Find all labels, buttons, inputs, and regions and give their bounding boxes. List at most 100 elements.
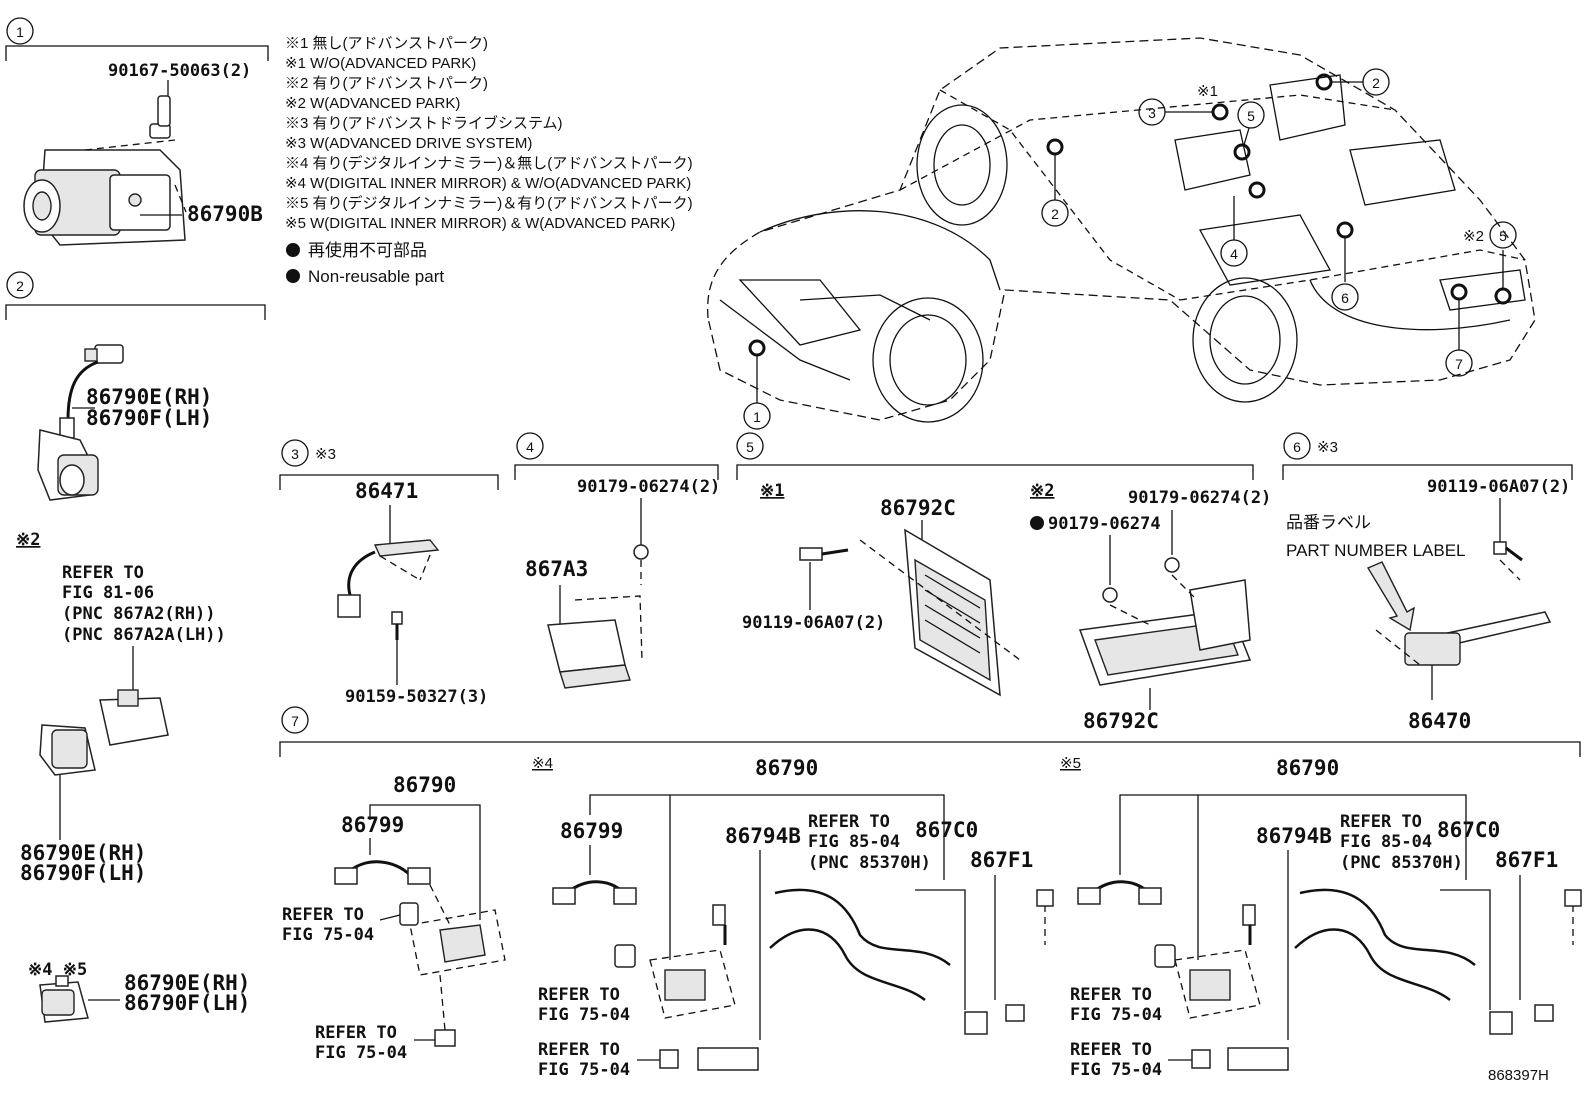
s7a-refer2-line1: REFER TO [315, 1023, 397, 1043]
s7c-refer1-line1: REFER TO [1070, 985, 1152, 1005]
s7c-refer-cable-1: REFER TO [1340, 812, 1422, 832]
s7c-bracket-label: 86794B [1256, 824, 1332, 848]
notes-block: ※1 無し(アドバンストパーク) ※1 W/O(ADVANCED PARK) ※… [285, 35, 693, 286]
section-2: 2 86790E(RH) 86790F(LH) ※2 REFER TO FIG … [5, 271, 266, 1023]
section-5-number: 5 [746, 439, 754, 455]
camera-86790ef-drawing [37, 344, 124, 501]
s7a-refer2-line2: FIG 75-04 [315, 1043, 407, 1063]
s4-nut-label: 90179-06274(2) [577, 477, 720, 497]
s7c-refer1-line2: FIG 75-04 [1070, 1005, 1162, 1025]
car-callout-1: 1 [753, 409, 761, 425]
note-line-1: ※1 無し(アドバンストパーク) [285, 35, 488, 52]
s5-nut-b1-label: 90179-06274 [1048, 514, 1161, 534]
s7a-refer1-line2: FIG 75-04 [282, 925, 374, 945]
s7b-bracket-label: 86794B [725, 824, 801, 848]
s5-nut-b2-label: 90179-06274(2) [1128, 488, 1271, 508]
section-2-number: 2 [16, 278, 24, 294]
non-reusable-bullet-icon [286, 243, 300, 257]
note-line-7: ※4 有り(デジタルインナミラー)＆無し(アドバンストパーク) [285, 154, 693, 172]
s4-part-label: 867A3 [525, 557, 588, 581]
s2-part3-lh: 86790F(LH) [124, 991, 250, 1015]
section-1: 1 90167-50063(2) 86790B [5, 17, 269, 246]
s7b-refer2-line1: REFER TO [538, 1040, 620, 1060]
section-7b: ※4 86790 86799 86794B REFER TO FIG 85-04… [532, 755, 1054, 1080]
car-callout-2b: 2 [1372, 75, 1380, 91]
s5-bolt-a-label: 90119-06A07(2) [742, 613, 885, 633]
s2-note2: ※2 [16, 530, 40, 550]
s5-part-b-label: 86792C [1083, 709, 1159, 733]
s2-part-rh: 86790E(RH) [86, 385, 212, 409]
s7c-refer-cable-2: FIG 85-04 [1340, 832, 1432, 852]
s5-part-a-label: 86792C [880, 496, 956, 520]
legend-en: Non-reusable part [308, 267, 444, 286]
ecu-86792c-b-drawing [1078, 574, 1252, 686]
non-reusable-bullet-icon [286, 269, 300, 283]
s2-part2-lh: 86790F(LH) [20, 861, 146, 885]
s3-note: ※3 [315, 446, 336, 463]
car-callout-6: 6 [1341, 290, 1349, 306]
section-2-marker [6, 271, 34, 299]
note-line-5: ※3 有り(アドバンストドライブシステム) [285, 114, 563, 132]
s6-note: ※3 [1317, 439, 1338, 456]
s2-refer-line2: FIG 81-06 [62, 583, 154, 603]
note-line-8: ※4 W(DIGITAL INNER MIRROR) & W/O(ADVANCE… [285, 175, 691, 192]
note-line-9: ※5 有り(デジタルインナミラー)＆有り(アドバンストパーク) [285, 194, 693, 212]
s7b-harness-label: 86799 [560, 819, 623, 843]
note-line-6: ※3 W(ADVANCED DRIVE SYSTEM) [285, 135, 532, 152]
note-line-3: ※2 有り(アドバンストパーク) [285, 75, 488, 92]
camera-with-bracket-drawing [39, 689, 169, 776]
s3-part-label: 86471 [355, 479, 418, 503]
car-note-1: ※1 [1197, 83, 1218, 100]
s1-part-label: 86790B [187, 202, 263, 226]
s2-part2-rh: 86790E(RH) [20, 841, 146, 865]
s7c-refer2-line1: REFER TO [1070, 1040, 1152, 1060]
car-callout-7: 7 [1455, 356, 1463, 372]
note-line-2: ※1 W/O(ADVANCED PARK) [285, 55, 476, 72]
section-4: 4 90179-06274(2) 867A3 [514, 432, 720, 689]
s1-bolt-label: 90167-50063(2) [108, 61, 251, 81]
section-1-marker [6, 17, 34, 45]
legend-jp: 再使用不可部品 [308, 240, 427, 260]
s7b-note: ※4 [532, 755, 553, 772]
s5-note1: ※1 [760, 481, 784, 501]
section-4-number: 4 [526, 439, 534, 455]
note-line-4: ※2 W(ADVANCED PARK) [285, 95, 460, 112]
section-5: 5 ※1 ※2 86792C 90119-06A07(2) 90179-0627… [736, 432, 1271, 733]
s2-part-lh: 86790F(LH) [86, 406, 212, 430]
module-867a3-drawing [547, 595, 643, 689]
car-callout-5a: 5 [1247, 108, 1255, 124]
section-6: 6 ※3 90119-06A07(2) 品番ラベル PART NUMBER LA… [1282, 432, 1573, 733]
section-3: 3 ※3 86471 90159-50327(3) [279, 439, 499, 707]
section-3-number: 3 [291, 446, 299, 462]
s7c-cable-label: 867C0 [1437, 818, 1500, 842]
s2-refer-line1: REFER TO [62, 563, 144, 583]
camera-small-drawing [39, 975, 89, 1023]
s2-refer-line4: (PNC 867A2A(LH)) [62, 625, 226, 645]
car-note-2: ※2 [1463, 228, 1484, 245]
s2-part3-rh: 86790E(RH) [124, 971, 250, 995]
camera-86790b-drawing [23, 95, 187, 246]
section-1-number: 1 [16, 24, 24, 40]
s2-note45: ※4 ※5 [28, 960, 87, 980]
s6-bolt-label: 90119-06A07(2) [1427, 477, 1570, 497]
s7b-assy-label: 86790 [755, 756, 818, 780]
sensor-86470-drawing [1375, 559, 1552, 666]
car-callout-2a: 2 [1051, 206, 1059, 222]
s7c-refer2-line2: FIG 75-04 [1070, 1060, 1162, 1080]
s6-label-en: PART NUMBER LABEL [1286, 541, 1466, 560]
s7b-cable-label: 867C0 [915, 818, 978, 842]
s7a-harness-label: 86799 [341, 813, 404, 837]
s7b-refer-cable-1: REFER TO [808, 812, 890, 832]
car-callout-5b: 5 [1499, 228, 1507, 244]
s3-screw-label: 90159-50327(3) [345, 687, 488, 707]
s7b-refer1-line2: FIG 75-04 [538, 1005, 630, 1025]
s7b-refer-cable-3: (PNC 85370H) [808, 853, 931, 873]
car-callout-3: 3 [1148, 105, 1156, 121]
s6-part-label: 86470 [1408, 709, 1471, 733]
s7c-note: ※5 [1060, 755, 1081, 772]
s7b-refer-cable-2: FIG 85-04 [808, 832, 900, 852]
section-7: 7 86790 86799 REFER TO FIG 75-04 REFER T… [279, 706, 1582, 1080]
note-line-10: ※5 W(DIGITAL INNER MIRROR) & W(ADVANCED … [285, 215, 675, 232]
figure-code: 868397H [1488, 1067, 1549, 1084]
